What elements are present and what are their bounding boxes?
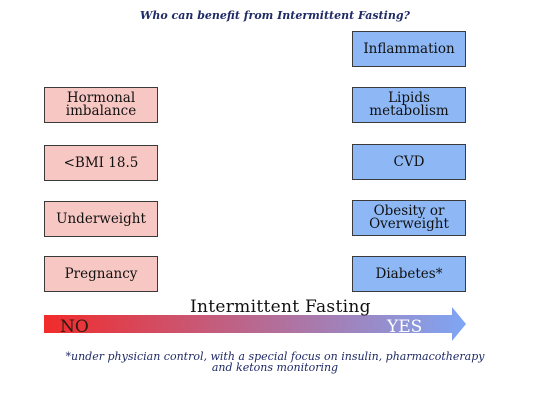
box-diabetes: Diabetes* <box>352 256 466 292</box>
diagram-title: Who can benefit from Intermittent Fastin… <box>140 9 410 22</box>
arrow-label: Intermittent Fasting <box>190 297 371 317</box>
box-inflammation: Inflammation <box>352 31 466 67</box>
box-label: Lipids metabolism <box>369 90 449 119</box>
box-label: Underweight <box>56 210 146 227</box>
arrow-end-label: YES <box>387 317 423 337</box>
box-bmi: <BMI 18.5 <box>44 145 158 181</box>
box-cvd: CVD <box>352 144 466 180</box>
gradient-arrow <box>44 307 466 341</box>
box-label: CVD <box>393 153 425 170</box>
box-label: Diabetes* <box>375 265 443 282</box>
box-obesity-overweight: Obesity or Overweight <box>352 200 466 236</box>
box-label: <BMI 18.5 <box>63 154 139 171</box>
arrow-start-label: NO <box>60 317 89 337</box>
box-label: Obesity or Overweight <box>369 203 449 232</box>
box-label: Pregnancy <box>64 265 138 282</box>
box-label: Hormonal imbalance <box>65 90 137 119</box>
box-lipids-metabolism: Lipids metabolism <box>352 87 466 123</box>
box-pregnancy: Pregnancy <box>44 256 158 292</box>
arrow-shape <box>44 307 466 341</box>
box-hormonal-imbalance: Hormonal imbalance <box>44 87 158 123</box>
box-label: Inflammation <box>363 40 455 57</box>
footnote: *under physician control, with a special… <box>65 350 485 374</box>
box-underweight: Underweight <box>44 201 158 237</box>
